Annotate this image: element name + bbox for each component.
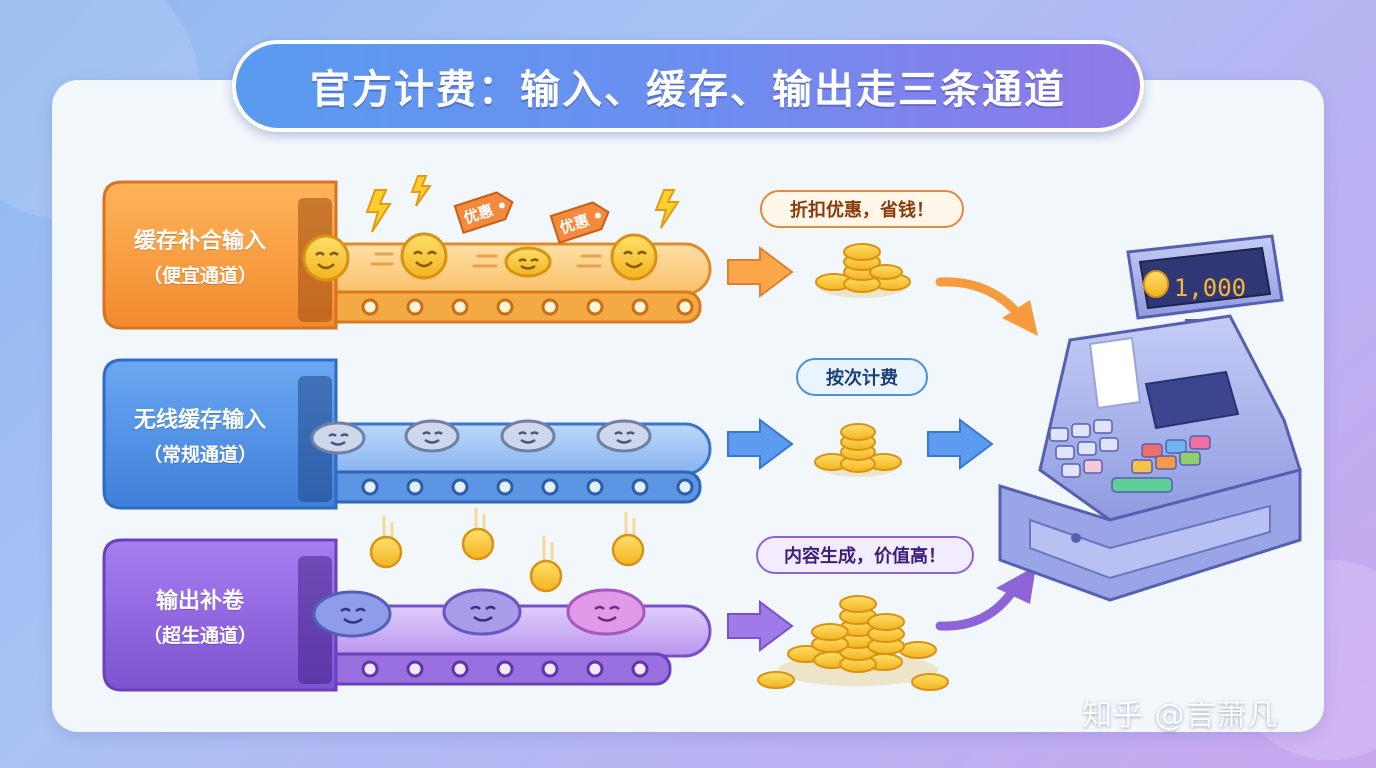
falling-coin	[369, 508, 645, 593]
lane-title: 输出补卷	[155, 588, 244, 614]
lane-subtitle: （便宜通道）	[142, 264, 257, 287]
lane-subtitle: （超生通道）	[142, 624, 257, 647]
bubble-text: 内容生成，价值高！	[784, 546, 946, 567]
title-banner: 官方计费：输入、缓存、输出走三条通道	[232, 40, 1144, 132]
output-coin	[442, 588, 522, 636]
output-coin	[566, 588, 646, 636]
bubble-text: 按次计费	[826, 368, 898, 389]
bubble-cache: 折扣优惠，省钱！	[760, 190, 964, 228]
cache-coin	[504, 246, 552, 278]
cache-coin	[302, 234, 350, 282]
cache-coin	[400, 232, 448, 280]
lane-subtitle: （常规通道）	[142, 443, 257, 466]
cache-coin	[610, 233, 658, 281]
input-lane	[102, 358, 994, 510]
lane-title: 缓存补合输入	[133, 228, 266, 254]
arrow-icon	[927, 418, 994, 470]
lane-label-output: 输出补卷 （超生通道）	[104, 540, 296, 690]
bubble-output: 内容生成，价值高！	[756, 536, 974, 574]
lane-label-input: 无线缓存输入 （常规通道）	[104, 360, 296, 508]
coin-pile	[814, 423, 902, 477]
lane-label-cache: 缓存补合输入 （便宜通道）	[104, 182, 296, 328]
watermark: 知乎 @言萧凡	[1082, 698, 1279, 733]
silver-coin	[500, 419, 556, 453]
arrow-icon	[727, 600, 794, 652]
coin-pile	[757, 595, 949, 691]
silver-coin	[404, 419, 460, 453]
register-display: 1,000	[1174, 274, 1246, 302]
discount-tag: 优惠	[549, 201, 610, 244]
bubble-text: 折扣优惠，省钱！	[790, 200, 934, 221]
cache-lane: 优惠 优惠	[102, 175, 1038, 336]
lightning-icon	[365, 175, 680, 233]
cash-register: 1,000	[998, 234, 1302, 602]
lane-title: 无线缓存输入	[133, 407, 266, 433]
page-title: 官方计费：输入、缓存、输出走三条通道	[310, 67, 1066, 113]
silver-coin	[596, 419, 652, 453]
discount-tag: 优惠	[453, 191, 514, 234]
output-coin	[312, 590, 392, 638]
coin-pile	[815, 243, 911, 298]
output-lane	[102, 508, 1036, 692]
bubble-input: 按次计费	[796, 358, 928, 396]
curved-arrow-icon	[935, 277, 1025, 321]
arrow-icon	[727, 246, 794, 298]
arrow-icon	[727, 418, 794, 470]
silver-coin	[310, 421, 366, 455]
